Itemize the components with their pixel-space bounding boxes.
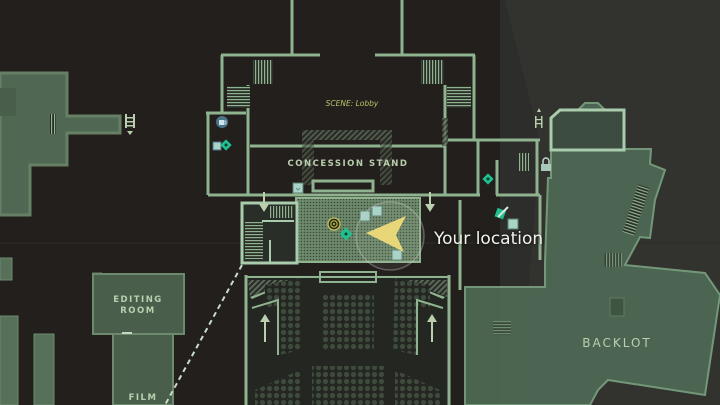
editing-room[interactable] [92, 273, 185, 405]
manuscript-page-icon[interactable] [494, 206, 509, 220]
backlot-label: BACKLOT [582, 336, 652, 350]
supply-box-icon[interactable] [292, 182, 304, 194]
arrow-up-icon [427, 314, 437, 342]
left-wing-rooms [0, 71, 122, 405]
objective-target-icon[interactable] [327, 217, 341, 231]
your-location-label: Your location [434, 229, 544, 249]
backlot-area[interactable] [464, 102, 720, 405]
arrow-down-icon [259, 192, 269, 212]
supply-box-icon[interactable] [371, 205, 383, 217]
editing-room-label-line1: EDITING [113, 295, 163, 305]
player-arrow-icon [366, 216, 406, 252]
coffee-thermos-icon[interactable] [216, 116, 228, 128]
theater-hall[interactable] [244, 271, 451, 405]
supply-box-icon[interactable] [391, 249, 403, 261]
player-location[interactable] [355, 201, 425, 271]
left-stairwell [240, 201, 299, 265]
ladder-icon[interactable] [535, 108, 543, 128]
film-storage-label: FILM [129, 393, 158, 403]
editing-room-label-line2: ROOM [120, 306, 155, 316]
supply-box-icon[interactable] [507, 218, 519, 230]
scene-label: SCENE: Lobby [326, 99, 379, 108]
concession-stand-label: CONCESSION STAND [288, 159, 409, 169]
lock-icon[interactable] [541, 157, 551, 171]
supply-box-icon[interactable] [212, 141, 222, 151]
ladder-icon[interactable] [125, 114, 135, 135]
concession-counter [311, 179, 375, 193]
arrow-down-icon [425, 192, 435, 212]
collectible-diamond-icon[interactable] [339, 227, 353, 241]
supply-box-icon[interactable] [359, 210, 371, 222]
arrow-up-icon [260, 314, 270, 342]
